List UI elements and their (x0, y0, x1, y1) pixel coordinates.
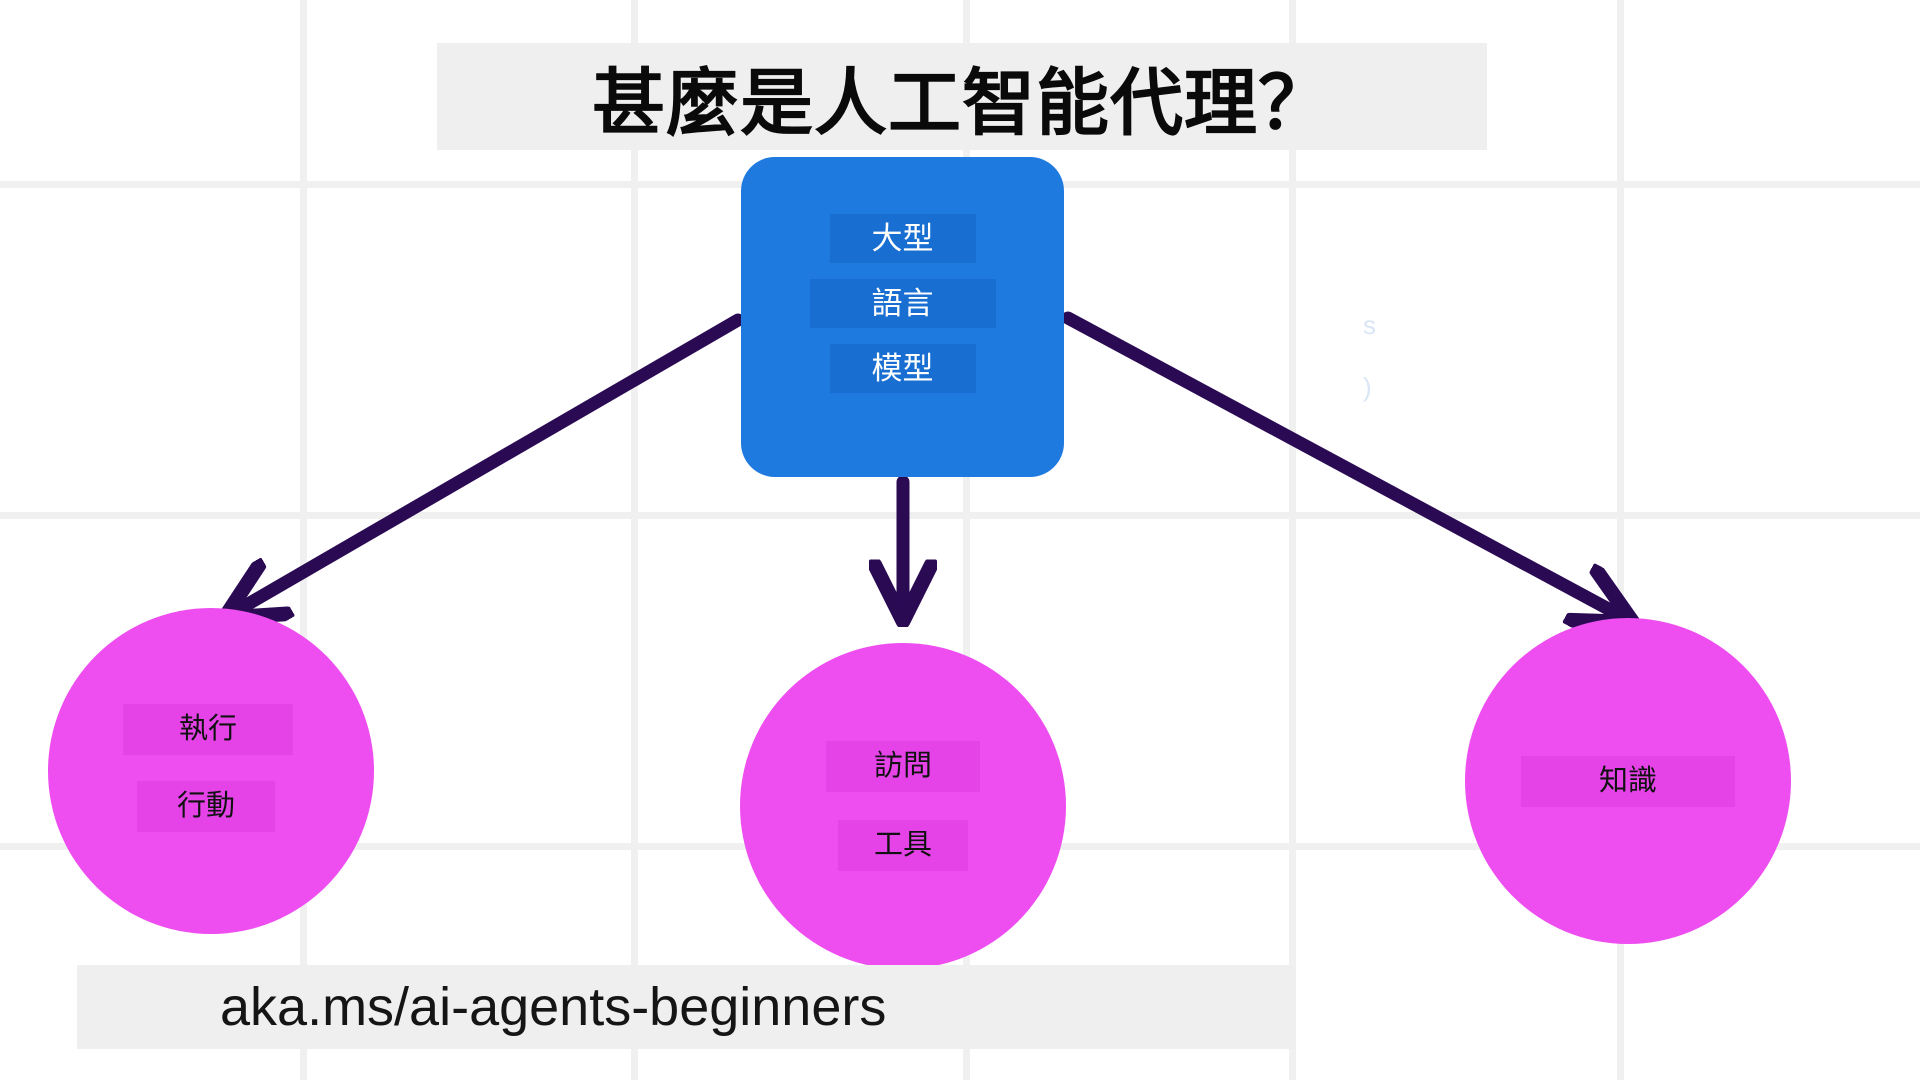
arrow-to-knowledge (1061, 311, 1614, 612)
take-actions-label-line-1: 執行 (122, 704, 293, 755)
knowledge-label: 知識 (1520, 755, 1735, 807)
llm-label-line-1: 大型 (829, 214, 976, 263)
page-title-highlight (437, 43, 1487, 150)
grid-line-horizontal (0, 512, 1920, 519)
grid-line-vertical (631, 0, 638, 1080)
access-tools-label-line-1: 訪問 (825, 741, 980, 792)
grid-line-vertical (963, 0, 970, 1080)
llm-label-line-3: 模型 (829, 344, 976, 393)
take-actions-label-line-2: 行動 (136, 781, 275, 832)
arrow-to-actions (243, 313, 745, 607)
access-tools-label-line-2: 工具 (837, 820, 968, 871)
node-large-language-model[interactable]: 大型 語言 模型 (741, 157, 1064, 477)
llm-label-line-2: 語言 (809, 279, 996, 328)
node-access-tools[interactable]: 訪問 工具 (740, 643, 1066, 969)
grid-line-vertical (1289, 0, 1296, 1080)
node-take-actions[interactable]: 執行 行動 (48, 608, 374, 934)
footer-url[interactable]: aka.ms/ai-agents-beginners (220, 977, 887, 1037)
page-title: 甚麼是人工智能代理？ (592, 62, 1332, 144)
node-knowledge[interactable]: 知識 (1465, 618, 1791, 944)
grid-line-vertical (300, 0, 307, 1080)
grid-line-vertical (1617, 0, 1624, 1080)
footer-url-highlight (77, 965, 1295, 1049)
